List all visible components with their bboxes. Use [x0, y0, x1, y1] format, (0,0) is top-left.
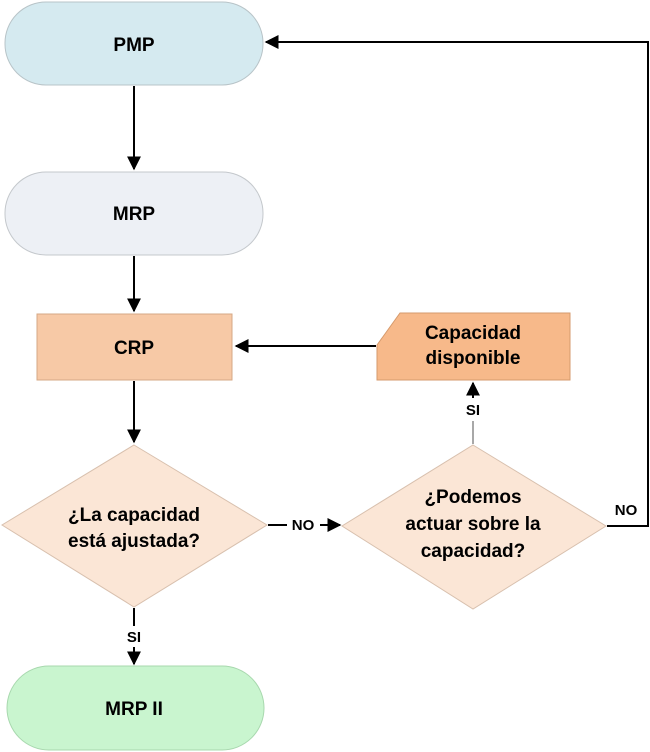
decision-act-line2: actuar sobre la [405, 514, 541, 535]
edge-act-no-to-pmp [264, 35, 649, 527]
edge-label-adjusted-si: SI [127, 629, 141, 646]
node-mrp2-label: MRP II [105, 699, 163, 720]
decision-act-line1: ¿Podemos [424, 487, 521, 508]
node-crp-label: CRP [114, 338, 154, 359]
decision-adjusted-line1: ¿La capacidad [68, 505, 200, 526]
edge-label-act-si: SI [466, 402, 480, 419]
decision-can-act: ¿Podemos actuar sobre la capacidad? [341, 444, 607, 610]
node-capacity-available: Capacidad disponible [376, 312, 571, 381]
node-crp: CRP [36, 313, 233, 381]
node-mrp-label: MRP [113, 204, 156, 225]
edge-label-act-no: NO [615, 502, 638, 519]
node-mrp2: MRP II [6, 665, 265, 751]
decision-act-line3: capacidad? [421, 541, 526, 562]
node-capacity-line1: Capacidad [425, 323, 521, 344]
edge-label-adjusted-no: NO [292, 517, 315, 534]
node-pmp-label: PMP [113, 35, 155, 56]
node-pmp: PMP [4, 1, 264, 86]
decision-capacity-adjusted: ¿La capacidad está ajustada? [1, 444, 268, 608]
node-capacity-line2: disponible [426, 348, 521, 369]
decision-adjusted-line2: está ajustada? [68, 531, 200, 552]
node-mrp: MRP [4, 171, 264, 256]
